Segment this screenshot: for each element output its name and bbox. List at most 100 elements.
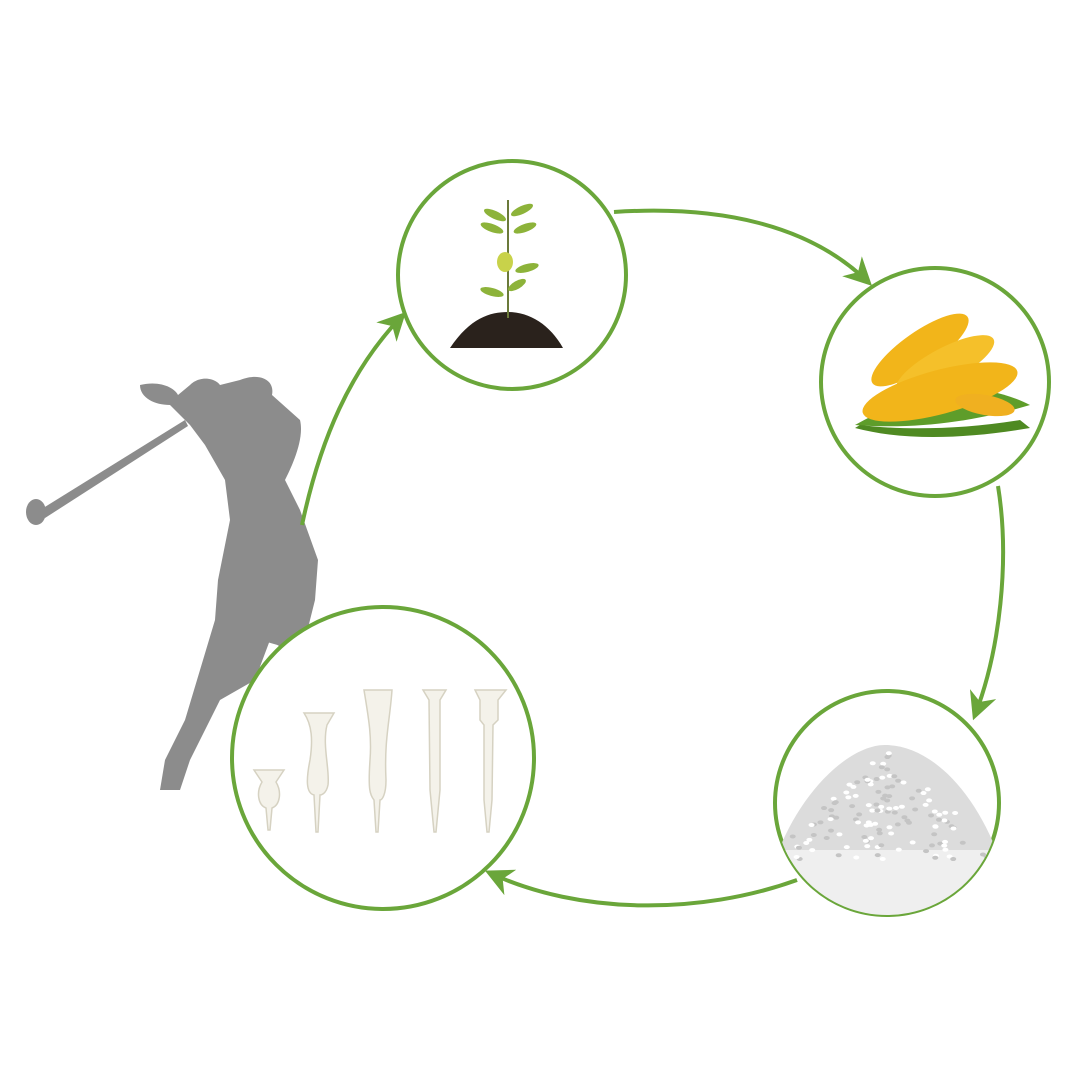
- pellet: [886, 773, 893, 778]
- pellet: [864, 777, 871, 782]
- pellet: [950, 826, 957, 831]
- pellet: [991, 856, 998, 861]
- pellet: [867, 836, 874, 841]
- pellet: [884, 755, 891, 760]
- pellet: [928, 813, 935, 818]
- pellet: [852, 817, 859, 822]
- pellet: [828, 808, 835, 813]
- pellet: [861, 834, 868, 839]
- pellet: [880, 796, 887, 801]
- pellet: [912, 807, 919, 812]
- pellet: [789, 834, 796, 839]
- pellet: [823, 835, 830, 840]
- pellet: [878, 765, 885, 770]
- pellet: [931, 809, 938, 814]
- node-plant: [396, 159, 628, 391]
- pellet: [909, 796, 916, 801]
- pellet: [891, 774, 898, 779]
- pellet: [932, 824, 939, 829]
- node-corn: [819, 266, 1051, 498]
- pellet: [810, 833, 817, 838]
- pellet: [878, 843, 885, 848]
- pellet: [874, 853, 881, 858]
- pellet: [843, 790, 850, 795]
- pellet: [909, 840, 916, 845]
- pellet: [941, 843, 948, 848]
- pellet: [880, 761, 887, 766]
- pellet: [931, 832, 938, 837]
- pellet: [850, 784, 857, 789]
- pellet: [843, 845, 850, 850]
- plastic-pellets-icon: [775, 745, 999, 915]
- pellet: [835, 853, 842, 858]
- arrow-plant-to-corn: [613, 208, 872, 286]
- pellet: [920, 791, 927, 796]
- pellet: [827, 817, 834, 822]
- pellet: [879, 775, 886, 780]
- pellet: [886, 806, 893, 811]
- pellet: [900, 780, 907, 785]
- pellet: [865, 803, 872, 808]
- pellet: [873, 777, 880, 782]
- pellet: [852, 793, 859, 798]
- pellet: [863, 823, 870, 828]
- pellet: [923, 849, 930, 854]
- pellet: [808, 822, 815, 827]
- pellet: [869, 808, 876, 813]
- pellet: [872, 821, 879, 826]
- pellet: [915, 788, 922, 793]
- pellet: [942, 847, 949, 852]
- pellet: [874, 808, 881, 813]
- pellet: [886, 825, 893, 830]
- pellet: [853, 855, 860, 860]
- pellet: [942, 839, 949, 844]
- pellet: [898, 804, 905, 809]
- pellet: [862, 838, 869, 843]
- pellet: [795, 845, 802, 850]
- pellet: [952, 811, 959, 816]
- pellet: [873, 802, 880, 807]
- pellet: [946, 854, 953, 859]
- pellet: [856, 812, 863, 817]
- pellet: [928, 843, 935, 848]
- pellet: [904, 818, 911, 823]
- pellet: [849, 804, 856, 809]
- pellet: [942, 810, 949, 815]
- pellet: [845, 795, 852, 800]
- pellet: [855, 820, 862, 825]
- pellet: [803, 840, 810, 845]
- pellet: [979, 852, 986, 857]
- pellet: [806, 837, 813, 842]
- pellet: [865, 820, 872, 825]
- pellet: [936, 812, 943, 817]
- pellet: [878, 804, 885, 809]
- pellet: [901, 815, 908, 820]
- pellet: [886, 794, 893, 799]
- pellet: [809, 848, 816, 853]
- pellet: [817, 820, 824, 825]
- arrow-golfer-to-plant: [300, 311, 406, 526]
- pellet: [836, 832, 843, 837]
- pellet: [884, 767, 891, 772]
- arrow-pellets-to-tees: [484, 869, 798, 908]
- plant-seedling-icon: [450, 200, 563, 348]
- node-tees: [230, 605, 536, 911]
- pellet: [846, 782, 853, 787]
- pellet: [854, 780, 861, 785]
- pellet: [894, 822, 901, 827]
- pellet: [932, 855, 939, 860]
- pellet: [827, 828, 834, 833]
- pellet: [893, 805, 900, 810]
- node-pellets: [773, 689, 1001, 917]
- pellet: [867, 782, 874, 787]
- pellet: [891, 810, 898, 815]
- pellet: [941, 818, 948, 823]
- pellet: [884, 785, 891, 790]
- pellet: [924, 787, 931, 792]
- pellet: [864, 844, 871, 849]
- pellet: [935, 817, 942, 822]
- pellet: [926, 798, 933, 803]
- pellet: [876, 831, 883, 836]
